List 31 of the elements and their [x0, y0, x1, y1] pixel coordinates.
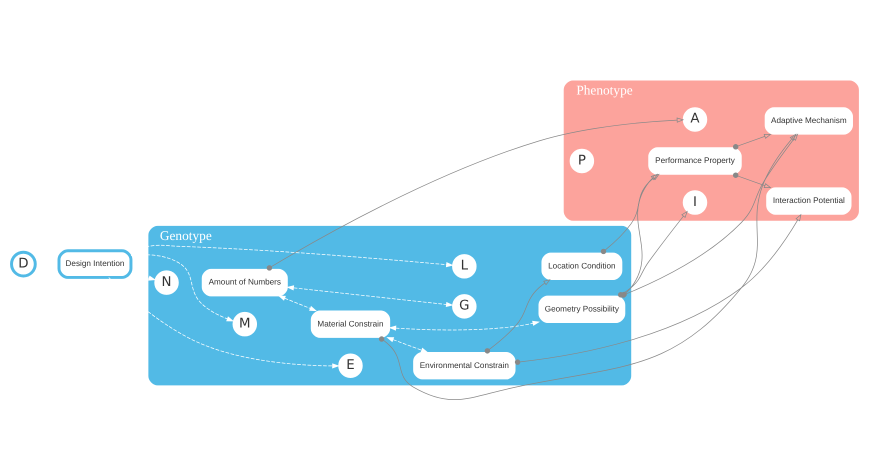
arrow: [286, 284, 454, 307]
arrow: [732, 172, 772, 188]
node-circle: A: [682, 106, 708, 132]
node-box: Material Constrain: [310, 310, 390, 338]
arrow: [600, 173, 660, 254]
arrow: [388, 320, 540, 330]
node-circle: L: [452, 254, 477, 278]
node-box: Design Intention: [58, 248, 132, 278]
node-circle: G: [452, 294, 477, 318]
node-circle: D: [10, 250, 37, 277]
arrow: [378, 132, 796, 400]
arrow: [484, 278, 551, 354]
node-box: Geometry Possibility: [538, 295, 626, 323]
arrow: [130, 254, 234, 321]
node-circle: N: [154, 270, 179, 294]
arrow: [108, 276, 340, 368]
node-box: Adaptive Mechanism: [764, 106, 853, 134]
node-circle: E: [338, 352, 363, 378]
arrow: [278, 295, 317, 311]
arrow: [514, 213, 802, 364]
node-box: Performance Property: [648, 146, 742, 174]
arrow: [386, 336, 428, 352]
node-box: Interaction Potential: [766, 186, 852, 214]
arrow: [732, 133, 772, 149]
node-circle: I: [682, 190, 708, 214]
node-box: Amount of Numbers: [202, 268, 288, 296]
node-circle: P: [570, 148, 594, 173]
arrow: [266, 117, 684, 270]
node-box: Location Condition: [541, 252, 622, 280]
node-box: Environmental Constrain: [413, 352, 516, 379]
node-circle: M: [232, 311, 258, 336]
